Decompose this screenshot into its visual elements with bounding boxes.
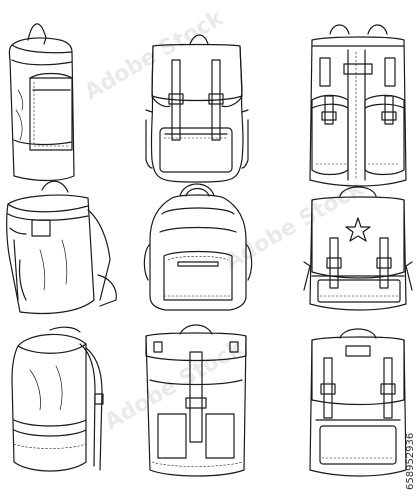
watermark-text-1: Adobe Stock [81, 5, 229, 105]
label-patch [345, 345, 371, 357]
image-id-caption: 658952936 [405, 432, 416, 490]
star-icon [345, 217, 371, 242]
backpack-flap-two-straps [145, 34, 249, 183]
backpack-roll-top-side [8, 23, 75, 182]
backpack-zip-two-pockets [309, 24, 407, 187]
backpack-roll-top-perspective [6, 180, 117, 315]
backpack-drawstring [11, 326, 104, 472]
backpack-diaper-bag [143, 183, 253, 311]
backpack-roll-top-center-strap [145, 324, 247, 477]
watermark-text-2: Adobe Stock [221, 175, 369, 275]
backpack-flap-star [303, 186, 413, 311]
backpack-satchel-label [309, 328, 407, 477]
watermark-text-3: Adobe Stock [101, 335, 249, 435]
watermark: Adobe Stock Adobe Stock Adobe Stock [81, 5, 369, 435]
